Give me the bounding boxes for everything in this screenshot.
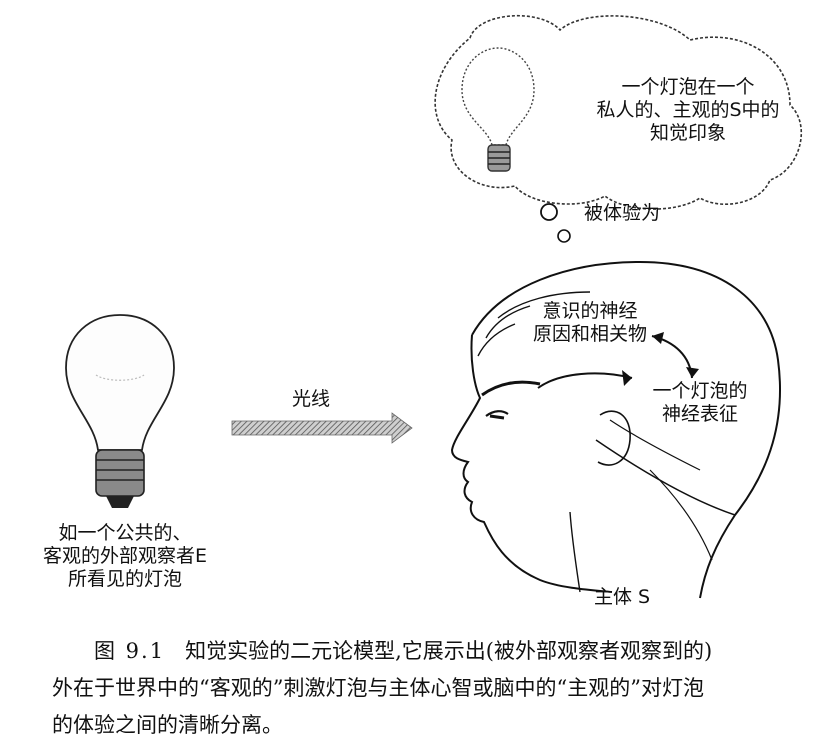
subject-head-drawing — [450, 260, 781, 599]
thought-label-line2: 私人的、主观的S中的 — [596, 99, 780, 121]
caption-line2: 外在于世界中的“客观的”刺激灯泡与主体心智或脑中的“主观的”对灯泡 — [52, 676, 704, 700]
neural-label-line1: 意识的神经 — [542, 300, 638, 322]
repr-label-line2: 神经表征 — [661, 403, 738, 425]
public-label-line2: 客观的外部观察者E — [42, 545, 207, 567]
figure-caption: 图 9.1 知觉实验的二元论模型,它展示出(被外部观察者观察到的) 外在于世界中… — [52, 633, 812, 744]
thought-label-line3: 知觉印象 — [649, 122, 726, 144]
public-label-line3: 所看见的灯泡 — [67, 568, 182, 590]
perceived-bulb-icon — [461, 47, 535, 172]
light-label: 光线 — [292, 388, 331, 410]
public-label-line1: 如一个公共的、 — [58, 522, 192, 544]
subject-label: 主体 S — [594, 586, 651, 608]
thought-label-line1: 一个灯泡在一个 — [621, 76, 755, 98]
neural-arrow-right — [537, 370, 633, 389]
dualist-model-illustration — [65, 14, 803, 599]
light-ray-arrow — [231, 412, 413, 444]
thought-bubble-large — [540, 203, 558, 221]
correlate-arrow — [651, 332, 699, 379]
thought-cloud — [434, 14, 803, 210]
public-bulb-icon — [65, 314, 175, 508]
ear — [597, 410, 631, 466]
caption-line3: 的体验之间的清晰分离。 — [52, 713, 283, 737]
neural-label-line2: 原因和相关物 — [532, 323, 647, 345]
repr-label-line1: 一个灯泡的 — [652, 380, 748, 402]
experienced-as-label: 被体验为 — [584, 202, 661, 224]
figure-number: 图 9.1 — [94, 639, 166, 663]
caption-line1: 知觉实验的二元论模型,它展示出(被外部观察者观察到的) — [185, 639, 713, 663]
thought-bubble-small — [557, 229, 571, 243]
